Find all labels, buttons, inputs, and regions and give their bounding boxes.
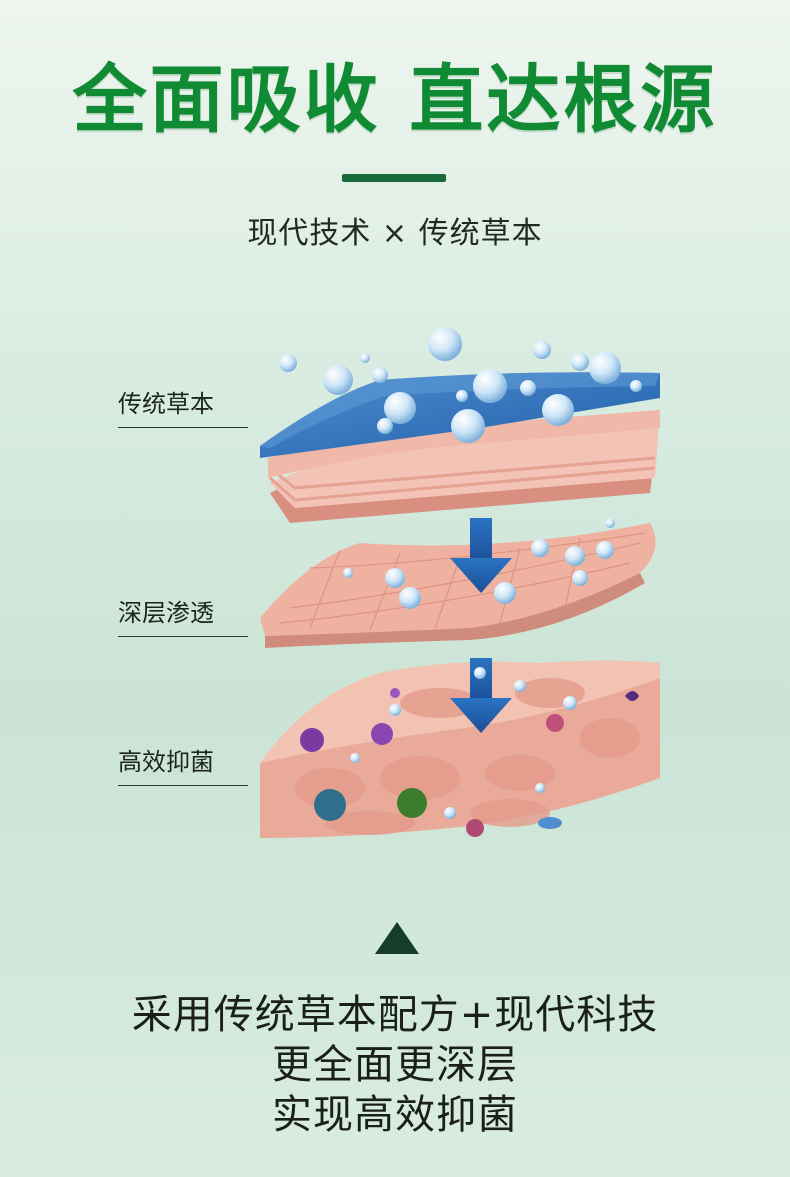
description-line-2: 更全面更深层 [272, 1042, 518, 1088]
label-deep-penetration: 深层渗透 [118, 593, 248, 637]
description-line-3: 实现高效抑菌 [272, 1092, 518, 1138]
deep-layer [260, 523, 656, 648]
title-divider [342, 174, 446, 182]
antibacterial-layer [260, 660, 660, 838]
page-title: 全面吸收 直达根源 [72, 57, 718, 143]
description-line-1: 采用传统草本配方+现代科技 [131, 992, 659, 1038]
triangle-up-icon [375, 922, 419, 954]
skin-layers-illustration [260, 327, 660, 838]
arrow-down-icon [450, 518, 512, 593]
label-herbal: 传统草本 [118, 384, 248, 428]
page-subtitle: 现代技术 × 传统草本 [247, 216, 543, 251]
bacteria-icon [300, 688, 639, 837]
label-antibacterial: 高效抑菌 [118, 742, 248, 786]
bubble-icon [279, 327, 642, 819]
